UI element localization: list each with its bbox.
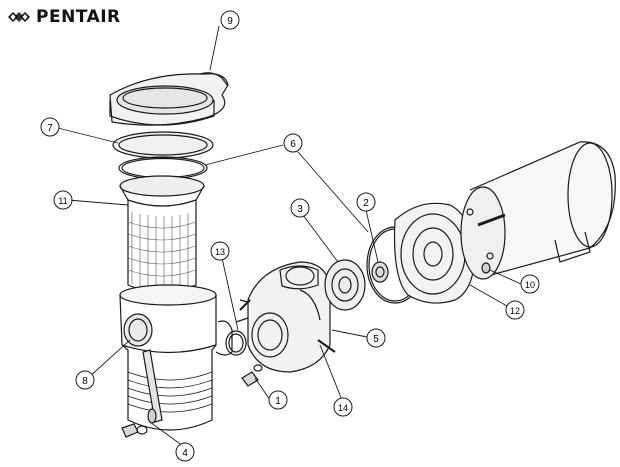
gasket (225, 330, 247, 356)
callout-10: 10 (520, 274, 540, 294)
callout-6-label: 6 (290, 139, 296, 150)
callout-2-label: 2 (363, 198, 369, 209)
leader-6b (297, 151, 369, 233)
lid-o-ring (112, 131, 214, 159)
strainer-basket (119, 175, 205, 294)
callout-1-label: 1 (275, 396, 281, 407)
small-drain-plug (241, 364, 263, 387)
callout-8: 8 (75, 370, 95, 390)
leader-9 (209, 25, 220, 71)
callout-7-label: 7 (47, 123, 53, 134)
callout-2: 2 (356, 192, 376, 212)
callout-9: 9 (220, 10, 240, 30)
callout-12: 12 (505, 300, 525, 320)
callout-6: 6 (283, 133, 303, 153)
leader-10 (489, 269, 522, 285)
callout-8-label: 8 (82, 376, 88, 387)
seal-plate (393, 202, 476, 304)
leader-4 (149, 421, 184, 447)
strainer-cover (109, 72, 229, 126)
seal-plate-housing (235, 261, 331, 373)
pentair-diamond-logo-icon (8, 12, 30, 22)
callout-14: 14 (333, 397, 353, 417)
leader-11 (67, 199, 129, 206)
callout-13: 13 (210, 241, 230, 261)
leader-7 (57, 127, 119, 144)
callout-4-label: 4 (182, 448, 188, 459)
strainer-pot (119, 284, 233, 431)
housing-bolt (239, 299, 336, 353)
leader-5 (331, 329, 368, 338)
leader-12 (469, 284, 508, 307)
leader-2 (365, 209, 379, 263)
leader-13 (221, 257, 239, 331)
leader-8 (87, 339, 131, 379)
diffuser (324, 259, 366, 311)
leader-1 (254, 377, 271, 401)
leader-3 (302, 214, 339, 263)
callout-5: 5 (366, 328, 386, 348)
impeller (371, 261, 389, 283)
callouts: 9 7 6 11 3 2 1 (40, 10, 540, 462)
callout-11: 11 (53, 190, 73, 210)
callout-13-label: 13 (215, 247, 225, 257)
leader-14 (319, 344, 343, 401)
callout-4: 4 (175, 442, 195, 462)
callout-5-label: 5 (373, 334, 379, 345)
callout-3: 3 (290, 198, 310, 218)
motor-bolt (481, 262, 491, 274)
leader-6a (204, 144, 284, 166)
callout-1: 1 (268, 390, 288, 410)
callout-3-label: 3 (297, 204, 303, 215)
callout-14-label: 14 (338, 403, 348, 413)
motor (460, 141, 616, 280)
callout-10-label: 10 (525, 280, 535, 290)
callout-9-label: 9 (227, 16, 233, 27)
brand-header: PENTAIR (6, 6, 121, 28)
callout-11-label: 11 (58, 196, 67, 206)
leader-lines (57, 25, 522, 447)
callout-7: 7 (40, 117, 60, 137)
brand-name: PENTAIR (36, 7, 121, 27)
callout-12-label: 12 (510, 306, 520, 316)
